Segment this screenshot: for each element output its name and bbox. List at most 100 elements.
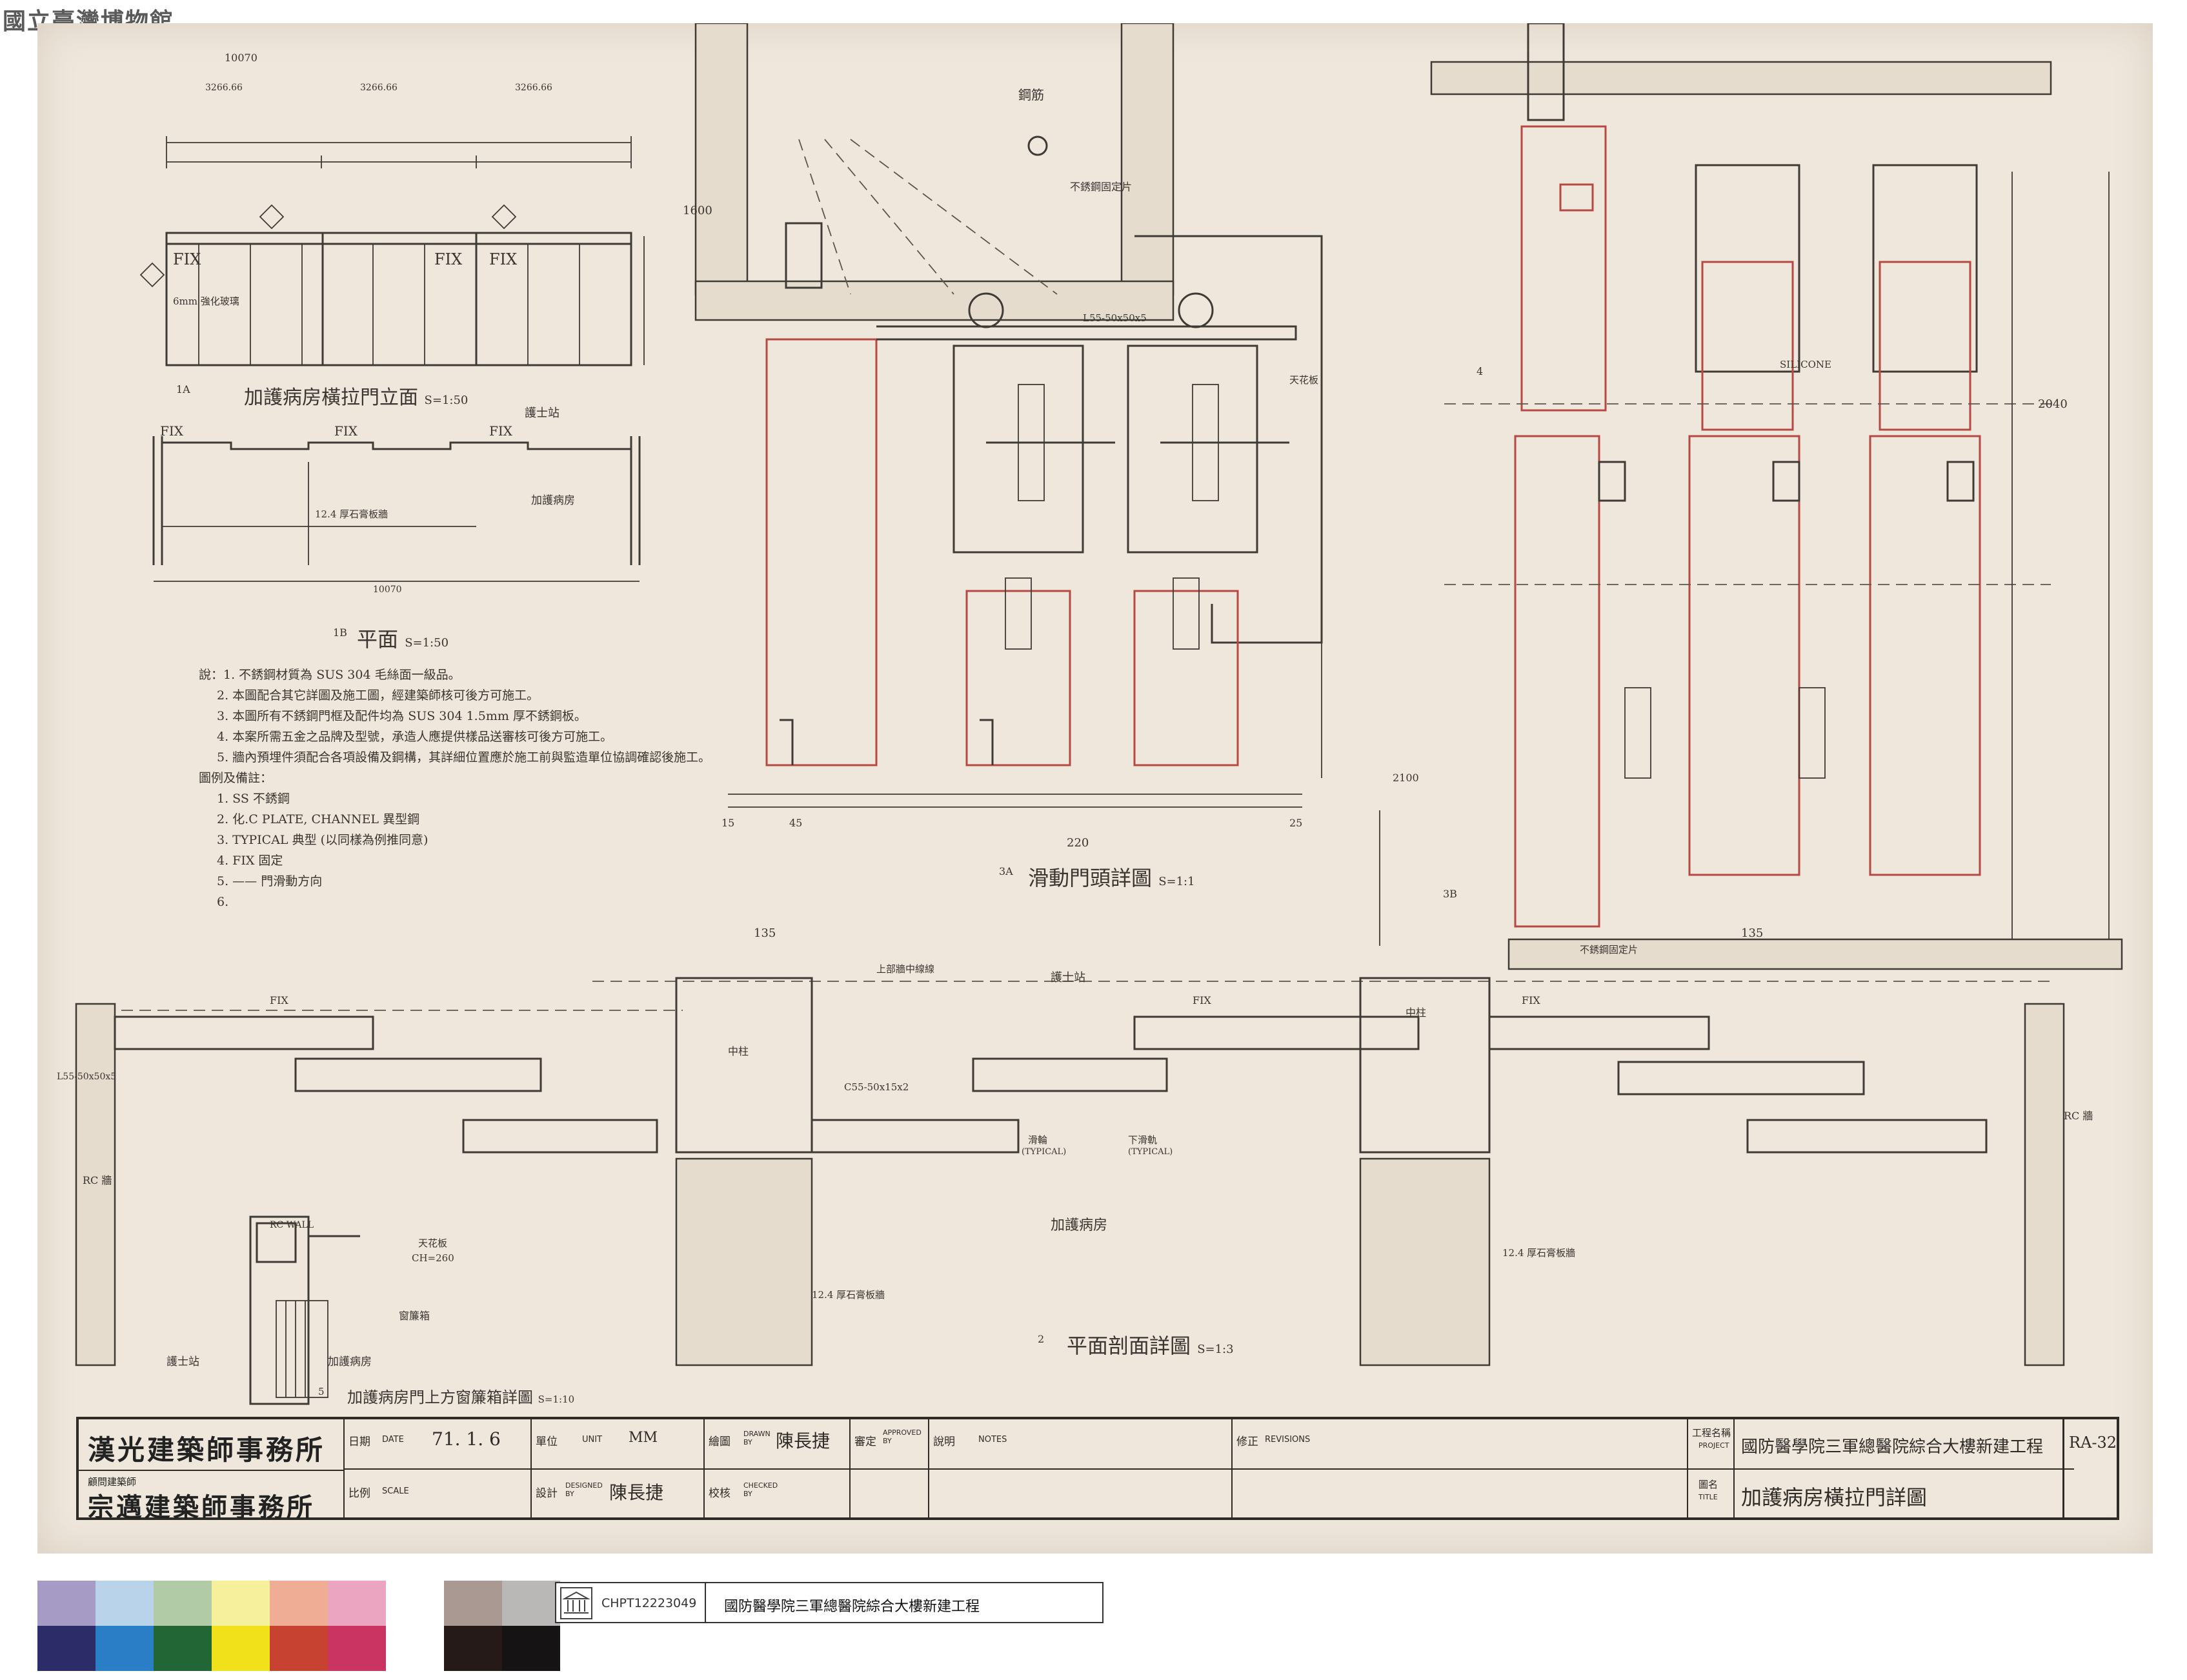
- dim-d45-a: 45: [789, 817, 803, 829]
- dim-total-top: 10070: [225, 52, 257, 64]
- approved-label: 審定: [854, 1435, 876, 1448]
- tag-1a: 1A: [176, 383, 190, 395]
- dim-h2100: 2100: [1393, 772, 1419, 784]
- project-value: 國防醫學院三軍總醫院綜合大樓新建工程: [1741, 1437, 2044, 1457]
- consult-firm: 宗邁建築師事務所: [88, 1492, 315, 1523]
- label-rc-wall-right: RC 牆: [2064, 1110, 2093, 1122]
- plan-drawing: [152, 436, 641, 582]
- notes-label: 說明: [933, 1435, 955, 1448]
- note-line: 圖例及備註：: [199, 771, 273, 785]
- color-swatch: [386, 1626, 444, 1671]
- note-line: 3. TYPICAL 典型 (以同樣為例推同意): [217, 833, 428, 847]
- dim-d135-right: 135: [1741, 926, 1764, 940]
- project-cell: 工程名稱 PROJECT 國防醫學院三軍總醫院綜合大樓新建工程 圖名 TITLE…: [1688, 1419, 2121, 1517]
- dim-d15: 15: [721, 817, 735, 829]
- label-fix-sec-2: FIX: [1193, 994, 1211, 1006]
- tag-3a: 3A: [999, 865, 1013, 877]
- note-line: 說：1. 不銹鋼材質為 SUS 304 毛絲面一級品。: [199, 668, 461, 682]
- tag-4: 4: [1476, 365, 1484, 377]
- dim-d135-left: 135: [754, 926, 776, 940]
- label-icu-cb: 加護病房: [328, 1355, 372, 1368]
- label-fix-1: FIX: [173, 250, 201, 268]
- date-value: 71. 1. 6: [432, 1428, 501, 1450]
- note-line: 2. 本圖配合其它詳圖及施工圖，經建築師核可後方可施工。: [217, 688, 539, 703]
- color-swatch: [154, 1581, 212, 1626]
- date-scale-cell: 日期 DATE 71. 1. 6 比例 SCALE: [345, 1419, 532, 1517]
- approved-cell: 審定 APPROVED BY: [851, 1419, 929, 1517]
- label-stainless-fix: 不銹鋼固定片: [1070, 181, 1133, 193]
- label-l-angle-sec: L55-50x50x5: [57, 1072, 117, 1082]
- title-plan-section: 平面剖面詳圖 S=1:3: [1067, 1334, 1234, 1358]
- label-typical-1: (TYPICAL): [1022, 1147, 1067, 1157]
- unit-value: MM: [629, 1430, 658, 1446]
- label-upper-line: 上部牆中線線: [876, 963, 935, 975]
- unit-label-en: UNIT: [582, 1435, 603, 1445]
- scale-label: 比例: [348, 1487, 370, 1500]
- label-glass: 6mm 強化玻璃: [173, 295, 239, 307]
- label-rail-lower: 下滑軌: [1128, 1134, 1158, 1146]
- firm-name: 漢光建築師事務所: [88, 1434, 326, 1466]
- label-pulley: 滑輪: [1028, 1134, 1048, 1146]
- note-line: 6.: [217, 895, 229, 909]
- approved-label-en: APPROVED BY: [883, 1428, 922, 1445]
- sheet-number: RA-32: [2069, 1434, 2117, 1452]
- label-fix-sec-1: FIX: [270, 994, 288, 1006]
- unit-label: 單位: [536, 1435, 558, 1448]
- dim-total-plan: 10070: [373, 585, 402, 595]
- color-swatch: [502, 1581, 560, 1626]
- color-swatch: [444, 1581, 502, 1626]
- label-stainless-bottom: 不銹鋼固定片: [1580, 944, 1638, 955]
- label-l-angle: L55-50x50x5: [1083, 312, 1147, 324]
- notes-cell: 說明 NOTES: [929, 1419, 1233, 1517]
- archive-code: CHPT12223049: [601, 1596, 697, 1610]
- firm-cell: 漢光建築師事務所 顧問建築師 宗邁建築師事務所: [79, 1419, 345, 1523]
- color-swatch: [212, 1581, 270, 1626]
- checked-label: 校核: [709, 1487, 731, 1500]
- tag-3b: 3B: [1443, 888, 1457, 900]
- checked-label-en: CHECKED BY: [743, 1481, 778, 1498]
- dim-bay-2: 3266.66: [360, 83, 398, 93]
- museum-building-icon: [560, 1587, 592, 1619]
- tag-2: 2: [1038, 1333, 1045, 1345]
- dim-d25: 25: [1289, 817, 1303, 829]
- revisions-cell: 修正 REVISIONS: [1233, 1419, 1688, 1517]
- plan-section-drawing: [75, 977, 2065, 1366]
- color-swatch: [502, 1626, 560, 1671]
- revisions-label: 修正: [1236, 1435, 1258, 1448]
- drawn-label: 繪圖: [709, 1435, 731, 1448]
- label-typical-2: (TYPICAL): [1128, 1147, 1173, 1157]
- design-value: 陳長捷: [609, 1482, 664, 1503]
- label-fix-plan-1: FIX: [160, 423, 184, 439]
- dim-bay-3: 3266.66: [515, 83, 552, 93]
- label-ceiling-head: 天花板: [1289, 374, 1319, 386]
- label-column-2: 中柱: [1406, 1006, 1427, 1019]
- color-swatch: [328, 1626, 386, 1671]
- tb-mid-line: [345, 1468, 2074, 1470]
- label-nurse-top: 護士站: [525, 406, 559, 420]
- date-label-en: DATE: [382, 1435, 404, 1445]
- dim-d220: 220: [1067, 836, 1089, 850]
- label-c-channel: C55-50x15x2: [844, 1081, 909, 1093]
- note-line: 1. SS 不銹鋼: [217, 792, 290, 806]
- color-swatch: [270, 1626, 328, 1671]
- design-label: 設計: [536, 1487, 558, 1500]
- drawn-checked-cell: 繪圖 DRAWN BY 陳長捷 校核 CHECKED BY: [705, 1419, 851, 1517]
- label-board-sec-mid: 12.4 厚石膏板牆: [812, 1289, 885, 1301]
- title-elevation: 加護病房橫拉門立面 S=1:50: [244, 386, 469, 409]
- note-line: 5. —— 門滑動方向: [217, 874, 323, 888]
- scale-label-en: SCALE: [382, 1486, 409, 1496]
- label-rc-wall-left: RC 牆: [83, 1174, 112, 1186]
- title-curtain-box: 加護病房門上方窗簾箱詳圖 S=1:10: [347, 1388, 575, 1406]
- color-swatch: [96, 1581, 154, 1626]
- color-swatch: [328, 1581, 386, 1626]
- drawn-value: 陳長捷: [776, 1430, 831, 1452]
- label-nurse-cb: 護士站: [166, 1355, 199, 1368]
- label-board-sec-right: 12.4 厚石膏板牆: [1502, 1247, 1576, 1259]
- vertical-section-drawing: [1430, 23, 2123, 970]
- title-value: 加護病房橫拉門詳圖: [1741, 1485, 1928, 1510]
- title-head-detail: 滑動門頭詳圖 S=1:1: [1028, 866, 1195, 890]
- label-fix-plan-3: FIX: [489, 423, 513, 439]
- project-label: 工程名稱: [1692, 1427, 1731, 1439]
- label-icu-sec: 加護病房: [1051, 1217, 1108, 1234]
- label-fix-plan-2: FIX: [334, 423, 358, 439]
